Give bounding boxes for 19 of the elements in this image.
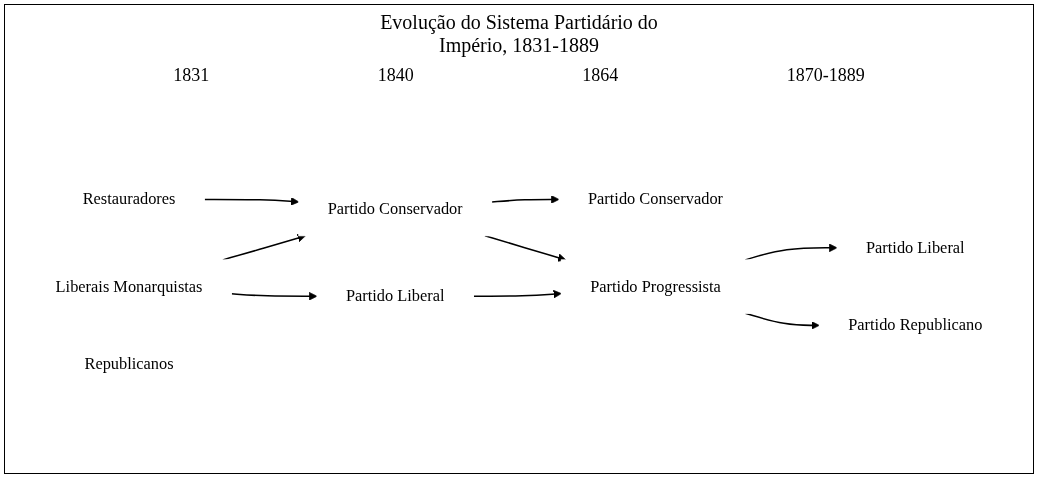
arrow bbox=[230, 291, 318, 301]
arrow bbox=[472, 289, 562, 299]
node-text: Restauradores bbox=[82, 189, 176, 209]
node-text: Partido Republicano bbox=[848, 315, 983, 334]
node-text: Republicanos bbox=[84, 354, 174, 373]
node-text: Liberais Monarquistas bbox=[55, 276, 203, 296]
year-label: 1840 bbox=[377, 65, 414, 86]
node-text: Partido Conservador bbox=[587, 189, 724, 209]
node-text: Partido Liberal bbox=[345, 286, 445, 305]
node-text: Partido Conservador bbox=[327, 199, 463, 218]
year-label: 1864 bbox=[582, 65, 619, 86]
year-label: 1870-1889 bbox=[786, 65, 865, 86]
node-text: Partido Liberal bbox=[865, 238, 965, 257]
arrow bbox=[484, 234, 567, 262]
title: Evolução do Sistema Partidário do Império, 1831-1889 bbox=[379, 11, 659, 57]
year-label: 1831 bbox=[173, 65, 210, 86]
arrow bbox=[203, 196, 300, 206]
node-text: Partido Progressista bbox=[590, 276, 721, 296]
arrow bbox=[490, 194, 560, 204]
